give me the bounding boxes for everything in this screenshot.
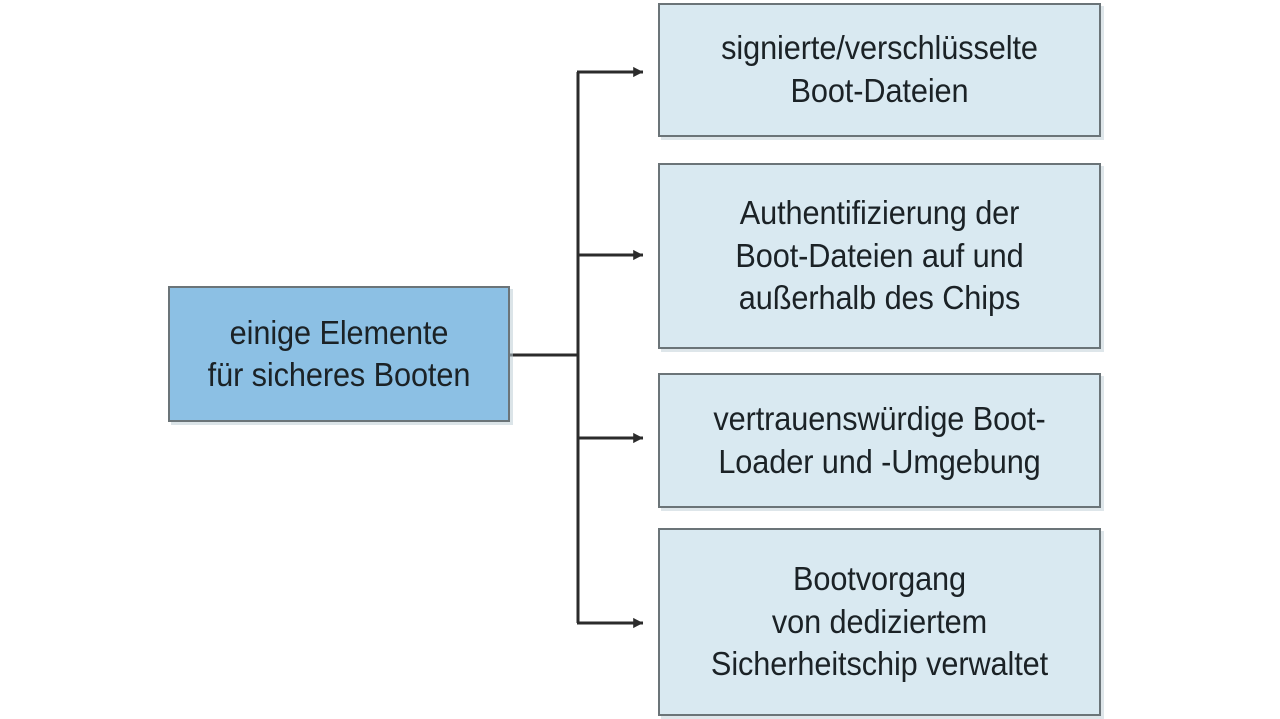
target-node-authentication: Authentifizierung der Boot-Dateien auf u…: [658, 163, 1101, 349]
connector-trunk: [510, 72, 580, 623]
target-node-label: Bootvorgang von dediziertem Sicherheitsc…: [710, 559, 1049, 683]
source-node-label: einige Elemente für sicheres Booten: [207, 313, 471, 393]
target-node-label: vertrauenswürdige Boot- Loader und -Umge…: [713, 399, 1046, 480]
target-node-signed-boot-files: signierte/verschlüsselte Boot-Dateien: [658, 3, 1101, 137]
source-node: einige Elemente für sicheres Booten: [168, 286, 510, 422]
target-node-label: Authentifizierung der Boot-Dateien auf u…: [735, 193, 1024, 317]
target-node-label: signierte/verschlüsselte Boot-Dateien: [721, 29, 1038, 109]
target-node-dedicated-security-chip: Bootvorgang von dediziertem Sicherheitsc…: [658, 528, 1101, 716]
target-node-trusted-bootloader: vertrauenswürdige Boot- Loader und -Umge…: [658, 373, 1101, 508]
